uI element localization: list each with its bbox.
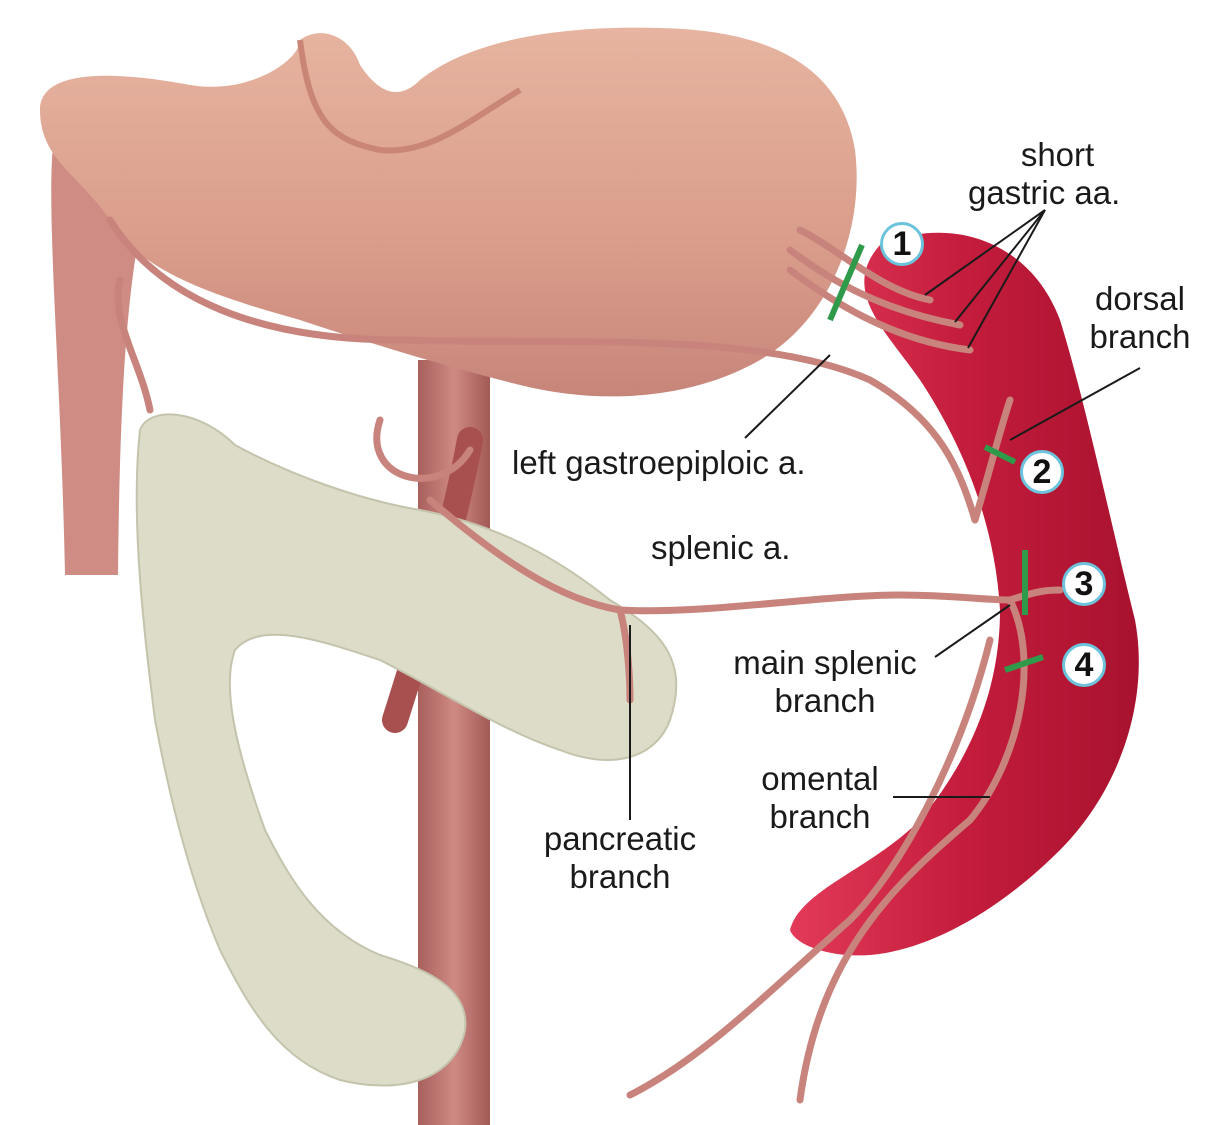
leader-short-gastric-3: [967, 209, 1046, 349]
leader-main-splenic: [934, 604, 1011, 658]
leader-lines: [629, 209, 1141, 820]
leader-dorsal: [1009, 367, 1141, 441]
coronary-loop: [373, 416, 474, 482]
label-short-gastric-line1: short: [1020, 136, 1095, 173]
pancreas: [135, 413, 678, 1087]
omental-vessel-2: [626, 636, 994, 1099]
label-dorsal-line2: branch: [1089, 318, 1191, 355]
ligatures: [827, 243, 1044, 673]
label-short-gastric-2: gastric aa.: [968, 174, 1120, 212]
label-main-splenic-line1: main splenic: [733, 644, 917, 681]
label-pancreatic-branch: pancreatic branch: [525, 820, 715, 896]
ligature-1: [827, 243, 865, 322]
label-main-splenic-line2: branch: [774, 682, 876, 719]
label-splenic-artery: splenic a.: [651, 529, 791, 566]
label-omental-branch: omental branch: [750, 760, 890, 836]
omental-branch: [796, 596, 1028, 1104]
short-gastric-vessel-c: [786, 266, 974, 354]
ligature-4: [1004, 654, 1044, 673]
marker-3: 3: [1062, 562, 1106, 606]
label-short-gastric: short: [1000, 136, 1115, 174]
label-main-splenic-branch: main splenic branch: [715, 644, 935, 720]
leader-short-gastric-2: [954, 209, 1046, 323]
vessels: [106, 216, 1064, 1104]
label-dorsal-branch: dorsal branch: [1080, 280, 1200, 356]
marker-1: 1: [880, 222, 924, 266]
label-pancreatic-line2: branch: [569, 858, 671, 895]
marker-2: 2: [1020, 450, 1064, 494]
stomach: [40, 27, 857, 397]
left-gastroepiploic-artery: [106, 216, 979, 524]
marker-4: 4: [1062, 643, 1106, 687]
leader-left-gastroepiploic: [744, 354, 831, 439]
label-pancreatic-line1: pancreatic: [543, 820, 697, 857]
short-gastric-vessel-a: [796, 226, 934, 304]
label-omental-line2: branch: [769, 798, 871, 835]
spleen: [790, 232, 1139, 956]
gastric-vessel: [114, 276, 154, 414]
label-dorsal-line1: dorsal: [1095, 280, 1185, 317]
label-omental-line1: omental: [761, 760, 879, 797]
main-splenic-branch: [1006, 586, 1064, 604]
label-left-gastroepiploic: left gastroepiploic a.: [512, 444, 806, 481]
stomach-fundus-fold: [297, 39, 522, 154]
label-short-gastric-line2: gastric aa.: [968, 174, 1121, 211]
leader-short-gastric-1: [924, 209, 1046, 296]
splenic-artery: [426, 496, 1014, 615]
ligature-2: [983, 444, 1017, 465]
short-gastric-vessel-b: [786, 246, 964, 329]
